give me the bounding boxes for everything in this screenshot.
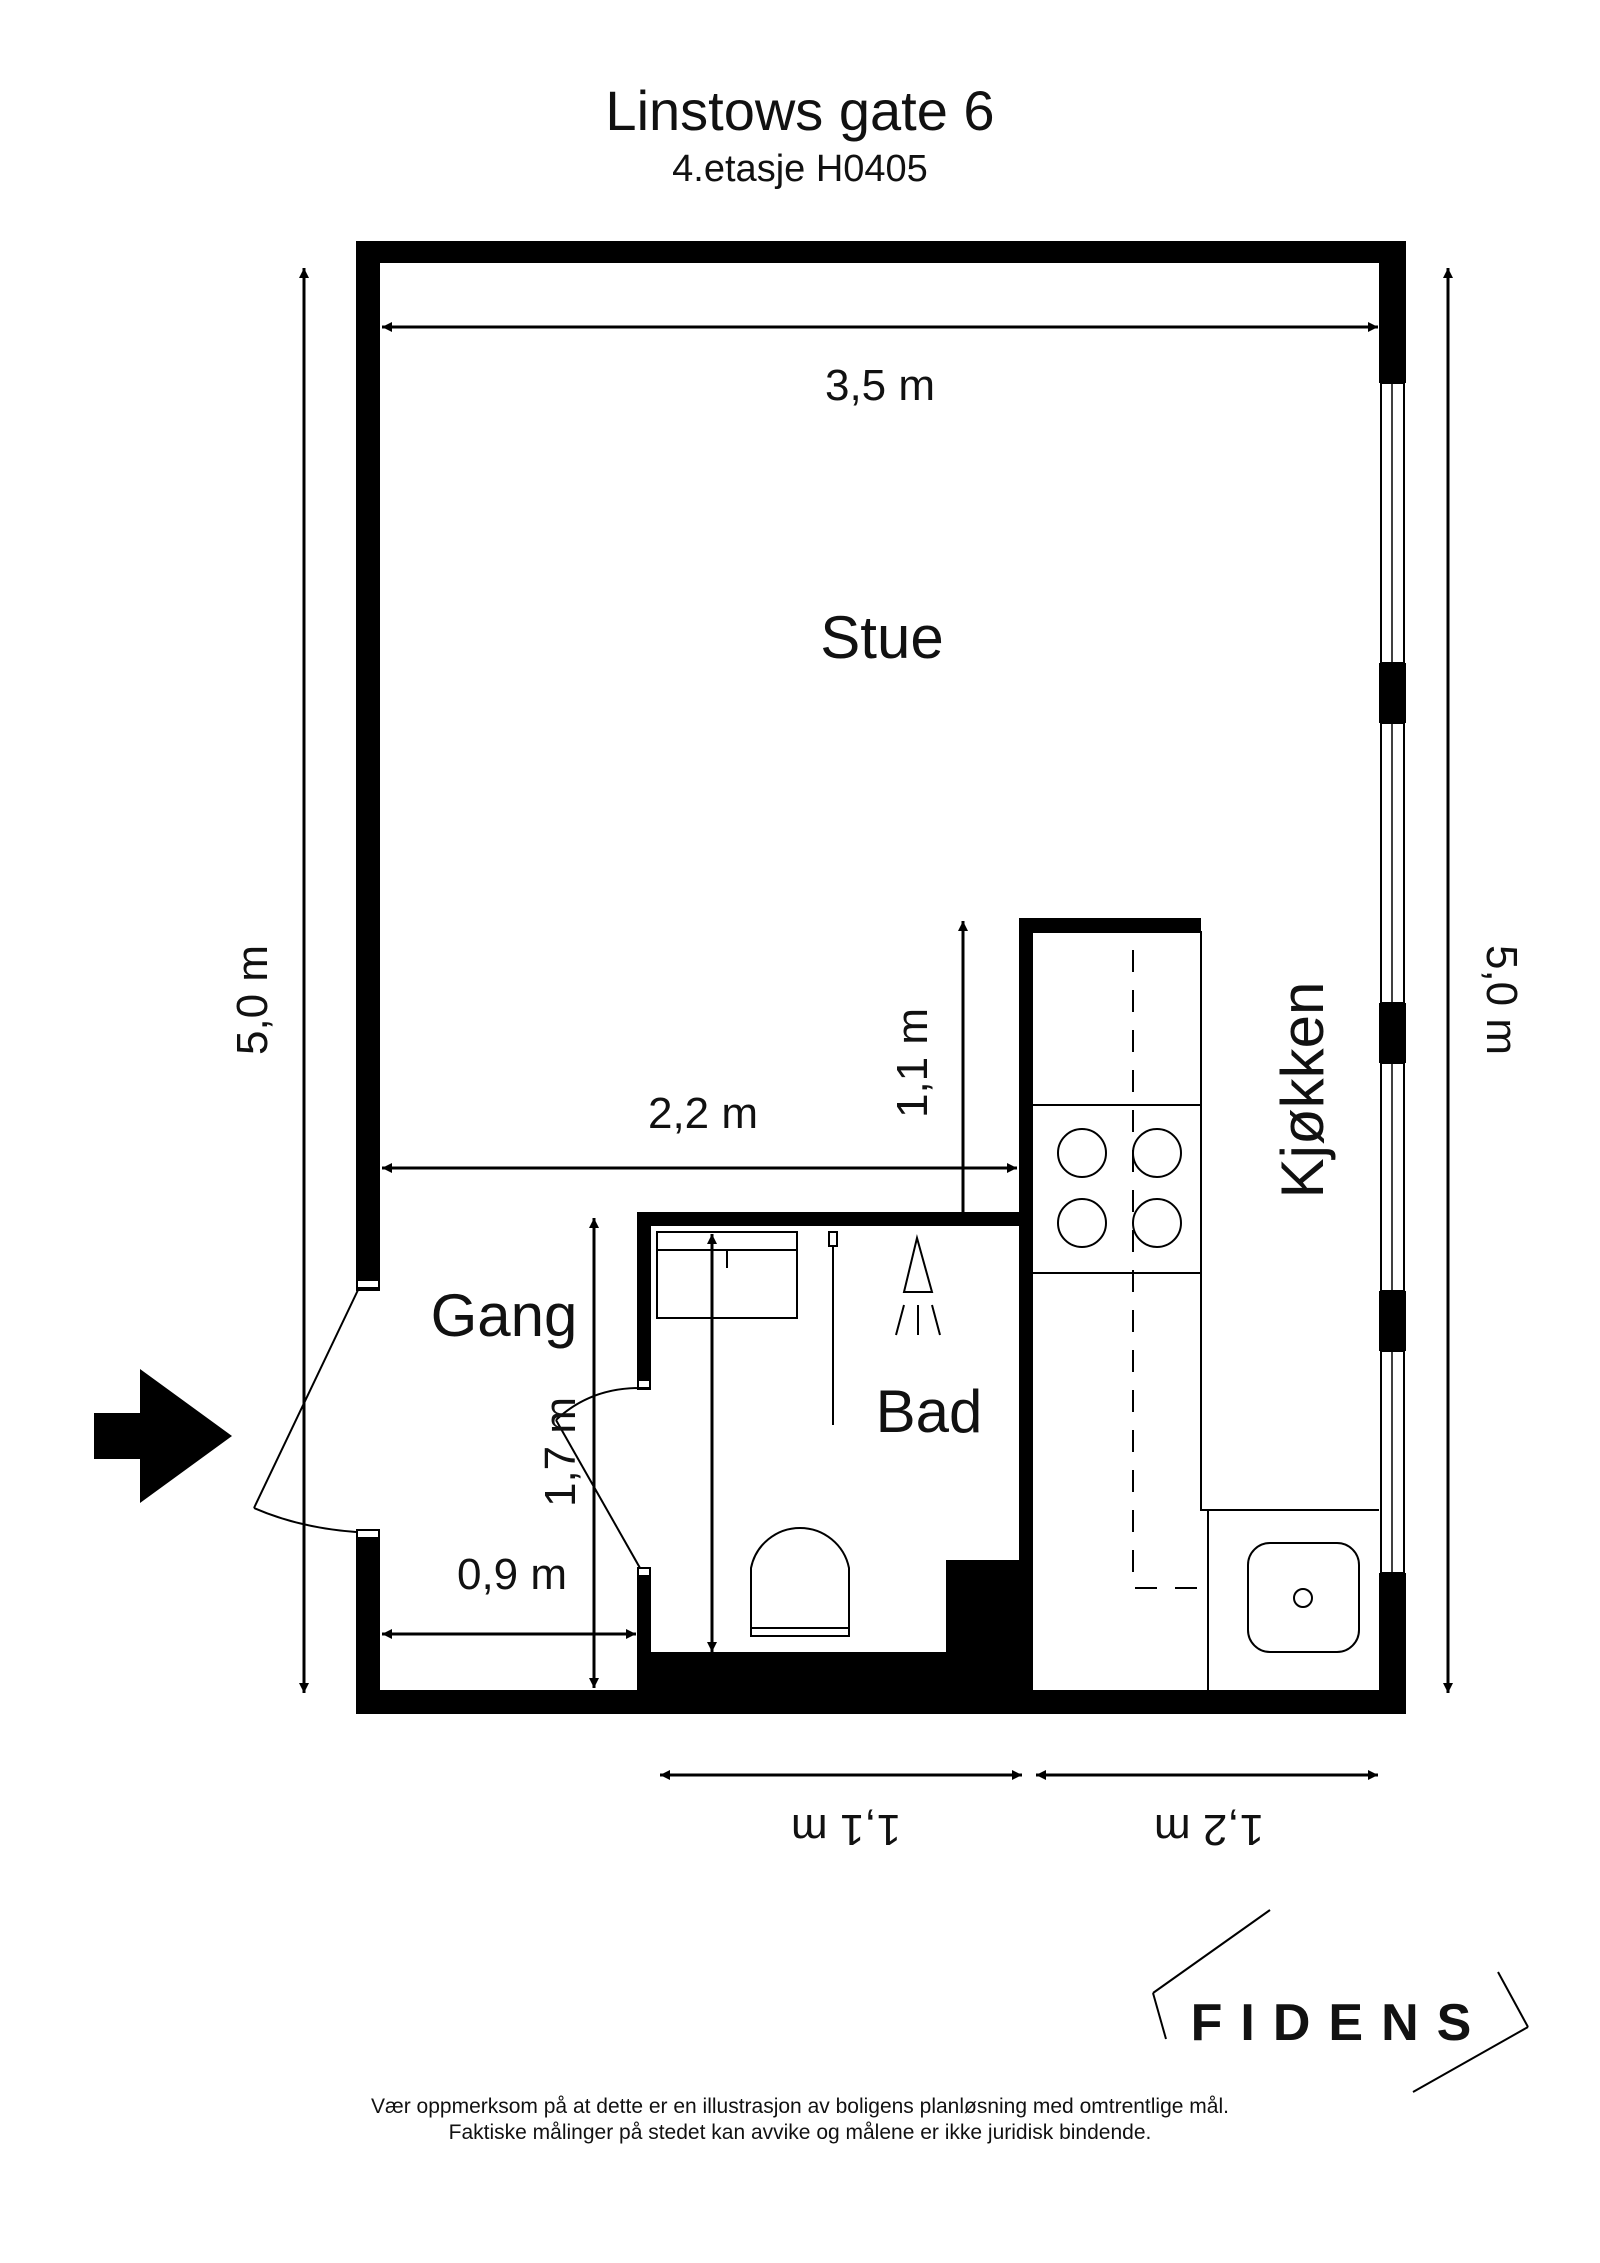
toilet-icon (750, 1526, 850, 1637)
wall-right-pier-3 (1379, 1291, 1406, 1351)
dim-label-gang-width: 0,9 m (457, 1550, 567, 1599)
wall-left-lower (356, 1530, 380, 1714)
shower-icon (828, 1231, 941, 1425)
kitchen-fixtures (1033, 931, 1379, 1690)
wall-right-pier-1 (1379, 663, 1406, 723)
dim-label-stue-lower: 2,2 m (648, 1089, 758, 1138)
bad-wall-left-lower (637, 1568, 651, 1690)
dim-label-kitchen-offset: 1,1 m (888, 1008, 937, 1118)
windows (1380, 382, 1405, 1574)
disclaimer: Vær oppmerksom på at dette er en illustr… (0, 2094, 1600, 2146)
bad-shaft (946, 1560, 1019, 1660)
disclaimer-line-2: Faktiske målinger på stedet kan avvike o… (448, 2121, 1152, 2144)
dim-label-left-height: 5,0 m (228, 945, 277, 1055)
entrance-door[interactable] (253, 1289, 359, 1533)
room-label-stue: Stue (820, 604, 943, 671)
bathroom-fixtures (656, 1231, 941, 1637)
outer-walls (356, 241, 1406, 1714)
door-jambs (356, 1279, 651, 1577)
stove-icon (1057, 1128, 1182, 1248)
washbasin-icon (656, 1231, 798, 1319)
room-label-gang: Gang (431, 1282, 578, 1349)
room-label-bad: Bad (876, 1378, 983, 1445)
dim-label-gang-height: 1,7 m (536, 1397, 585, 1507)
entrance-arrow-icon (94, 1369, 232, 1503)
interior-walls (637, 918, 1201, 1692)
fidens-logo-text: FIDENS (1191, 1994, 1490, 2052)
dim-label-right-height: 5,0 m (1477, 945, 1526, 1055)
dim-label-bottom-kitchen: 1,2 m (1154, 1805, 1264, 1854)
sink-icon (1247, 1542, 1360, 1653)
wall-right-pier-2 (1379, 1003, 1406, 1063)
wall-right-bottom (1379, 1573, 1406, 1714)
dim-label-bottom-bad: 1,1 m (791, 1805, 901, 1854)
page-subtitle: 4.etasje H0405 (672, 148, 928, 190)
dimension-lines (299, 268, 1453, 1780)
kitchen-wall-left-upper (1019, 918, 1033, 1228)
wall-bottom (356, 1690, 1406, 1714)
wall-top (356, 241, 1406, 263)
fidens-logo: FIDENS (1152, 1909, 1529, 2093)
upper-cabinet-line (1132, 950, 1201, 1589)
bad-wall-top (637, 1212, 1033, 1226)
disclaimer-line-1: Vær oppmerksom på at dette er en illustr… (371, 2095, 1229, 2118)
page-title: Linstows gate 6 (605, 79, 995, 142)
dim-label-top-width: 3,5 m (825, 361, 935, 410)
wall-right-top (1379, 241, 1406, 383)
bad-wall-left-upper (637, 1212, 651, 1390)
kitchen-wall-top (1019, 918, 1201, 932)
room-label-kjokken: Kjøkken (1269, 982, 1336, 1199)
kitchen-counter (1033, 931, 1379, 1511)
wall-left-upper (356, 241, 380, 1291)
kitchen-wall-left-lower (1019, 1215, 1033, 1690)
